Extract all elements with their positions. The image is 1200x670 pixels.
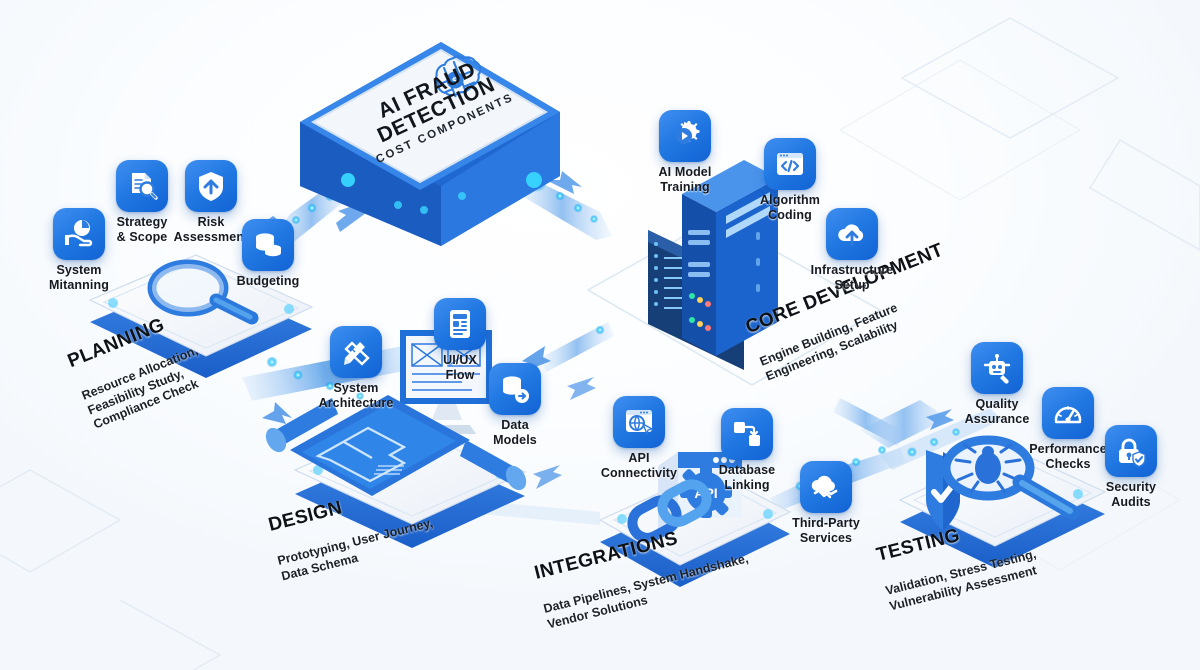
ruler-pencil-icon — [344, 341, 370, 366]
gauge-icon — [1054, 406, 1082, 424]
label-performance-checks: Performance Checks — [1029, 442, 1107, 471]
server-rack-icon — [682, 160, 778, 356]
tile-database-linking[interactable] — [721, 408, 773, 460]
label-system-architecture: System Architecture — [318, 381, 394, 410]
label-uiux-flow: UI/UX Flow — [443, 353, 477, 382]
bug-magnifier-icon — [941, 435, 1080, 520]
label-algorithm-coding: Algorithm Coding — [760, 193, 820, 222]
tile-security-audits[interactable] — [1105, 425, 1157, 477]
label-ai-model-training: AI Model Training — [658, 165, 712, 194]
tile-infrastructure-setup[interactable] — [826, 208, 878, 260]
coins-stack-icon — [256, 233, 281, 257]
tile-strategy-scope[interactable] — [116, 160, 168, 212]
core-platform-outline — [587, 217, 881, 386]
shield-arrow-up-icon — [199, 172, 223, 201]
platform-integrations[interactable]: API — [598, 452, 792, 587]
label-risk-assessment: Risk Assessment — [173, 215, 249, 244]
label-strategy-scope: Strategy & Scope — [116, 215, 168, 244]
database-arrow-icon — [503, 376, 529, 403]
tile-performance-checks[interactable] — [1042, 387, 1094, 439]
svg-text:$: $ — [451, 75, 461, 87]
node-link-icon — [734, 422, 760, 446]
cloud-handshake-icon — [811, 475, 838, 499]
connector-testing-inbound — [880, 408, 1002, 470]
document-search-icon — [132, 173, 158, 200]
bug-icon — [954, 443, 1022, 494]
label-data-models: Data Models — [493, 418, 537, 447]
tile-quality-assurance[interactable] — [971, 342, 1023, 394]
tile-budgeting[interactable] — [242, 219, 294, 271]
label-third-party-services: Third-Party Services — [792, 516, 860, 545]
label-security-audits: Security Audits — [1105, 480, 1157, 509]
brain-ai-icon: $ — [435, 55, 482, 98]
label-quality-assurance: Quality Assurance — [964, 397, 1030, 426]
hand-chart-icon — [64, 220, 93, 247]
cloud-upload-icon — [838, 224, 864, 247]
platform-testing[interactable] — [898, 435, 1107, 568]
browser-globe-cursor-icon — [626, 410, 653, 435]
tablet-wireframe-icon — [450, 310, 470, 338]
tile-ai-model-training[interactable] — [659, 110, 711, 162]
tile-api-connectivity[interactable] — [613, 396, 665, 448]
tile-data-models[interactable] — [489, 363, 541, 415]
tile-uiux-flow[interactable] — [434, 298, 486, 350]
magnifier-icon — [147, 259, 259, 325]
label-database-linking: Database Linking — [718, 463, 776, 492]
label-budgeting: Budgeting — [236, 274, 300, 288]
platform-core-development[interactable] — [648, 160, 778, 370]
connector-core-to-integrations — [522, 322, 614, 400]
tile-algorithm-coding[interactable] — [764, 138, 816, 190]
label-system-mitanning: System Mitanning — [49, 263, 109, 292]
label-api-connectivity: API Connectivity — [600, 451, 678, 480]
robot-wrench-icon — [983, 354, 1011, 384]
label-infrastructure-setup: Infrastructure Setup — [810, 263, 894, 292]
platform-design[interactable] — [262, 330, 531, 548]
connector-core-to-testing — [833, 398, 905, 446]
tile-third-party-services[interactable] — [800, 461, 852, 513]
tile-system-mitanning[interactable] — [53, 208, 105, 260]
lock-check-icon — [1119, 438, 1146, 467]
platform-planning[interactable] — [88, 254, 314, 378]
blueprint-roll-icon — [265, 395, 527, 496]
gear-play-icon — [676, 121, 700, 144]
tile-risk-assessment[interactable] — [185, 160, 237, 212]
code-window-icon — [777, 153, 803, 175]
chain-link-icon — [627, 479, 712, 543]
tile-system-architecture[interactable] — [330, 326, 382, 378]
